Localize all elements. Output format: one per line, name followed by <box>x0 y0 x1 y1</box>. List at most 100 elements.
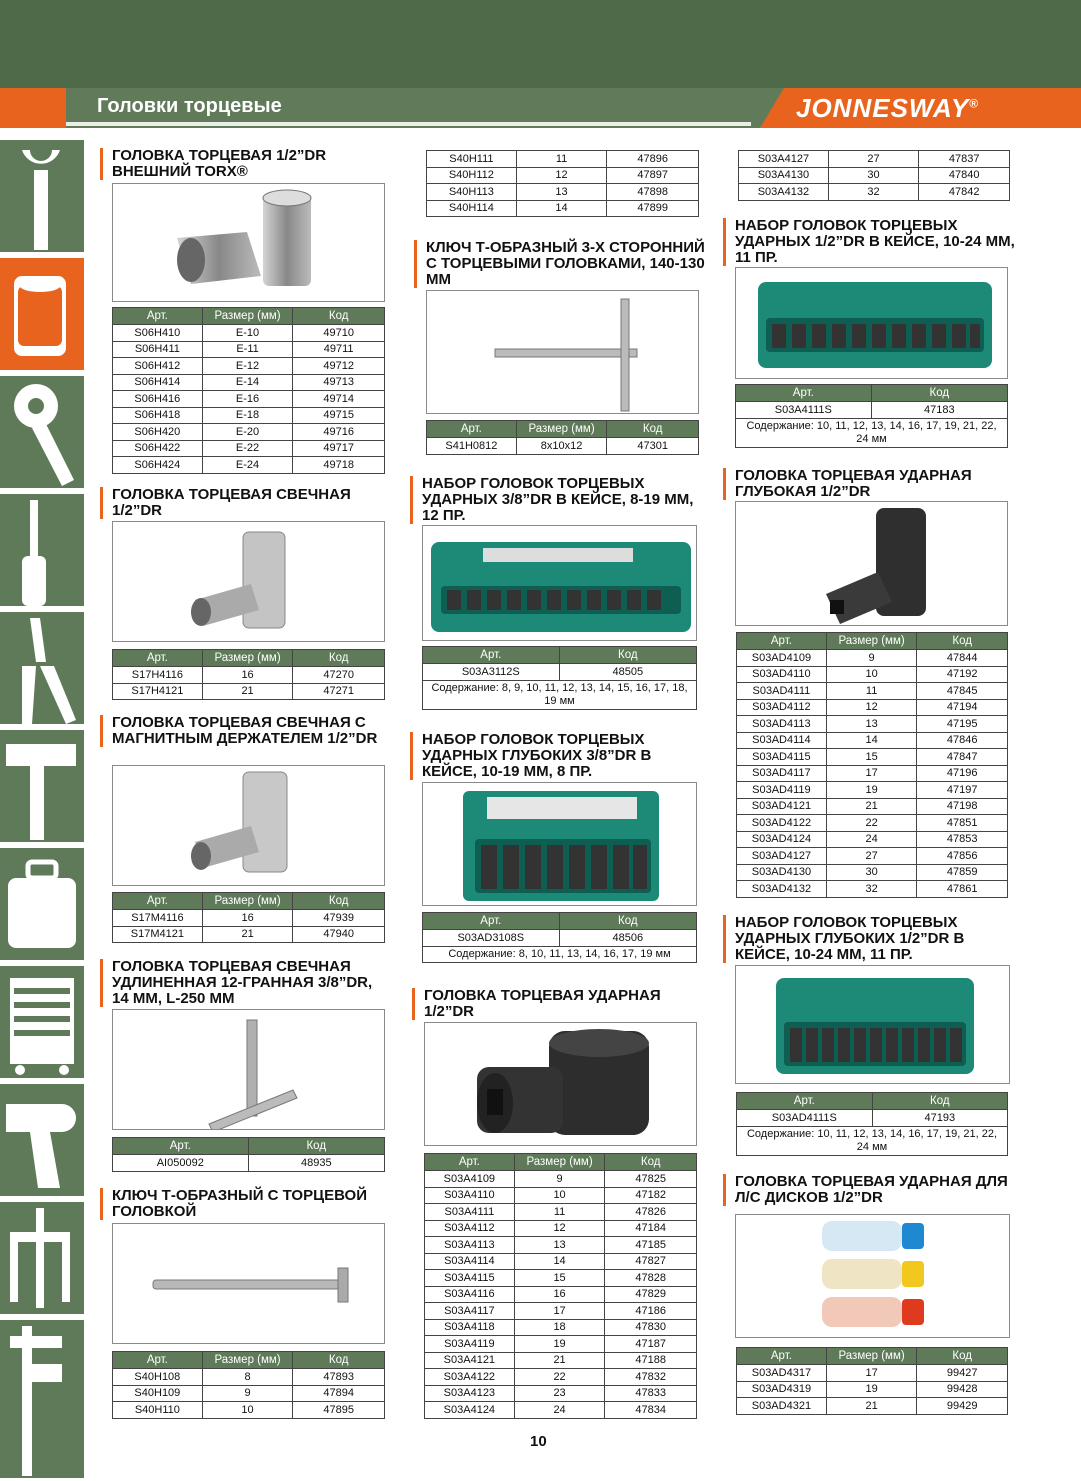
pliers-icon <box>22 618 76 724</box>
col-code: Код <box>604 1153 697 1171</box>
sidebar-cabinet[interactable] <box>0 966 84 1081</box>
sidebar-socket[interactable] <box>0 258 84 373</box>
set-content: Содержание: 10, 11, 12, 13, 14, 16, 17, … <box>735 417 1008 448</box>
table-cell: S03A4132 <box>738 183 829 201</box>
table-cell: 47185 <box>604 1236 697 1254</box>
sidebar-hammer[interactable] <box>0 730 84 845</box>
table-cell: 18 <box>513 1318 606 1336</box>
product-image <box>112 1009 385 1130</box>
table-cell: 47827 <box>604 1252 697 1270</box>
table-cell: E-11 <box>201 340 294 358</box>
content-label: Содержание: <box>448 947 516 960</box>
sidebar-pliers[interactable] <box>0 612 84 727</box>
table-cell: 47851 <box>916 814 1008 832</box>
spark-socket-image <box>191 531 286 629</box>
sidebar-caliper[interactable] <box>0 1320 84 1481</box>
table-cell: E-10 <box>201 324 294 342</box>
deep-impact-socket-image <box>826 508 926 624</box>
content-label: Содержание: <box>746 419 814 432</box>
table-cell: S03AD4115 <box>736 748 827 766</box>
product-image <box>735 501 1008 626</box>
ratchet-icon <box>14 384 74 486</box>
table-cell: 49710 <box>292 324 385 342</box>
table-cell: 47939 <box>292 909 385 927</box>
table-cell: 49717 <box>292 439 385 457</box>
table-cell: 11 <box>513 1203 606 1221</box>
table-cell: S03A3112S <box>422 663 560 681</box>
product-image <box>735 1214 1010 1338</box>
table-cell: 47846 <box>916 731 1008 749</box>
sidebar-screwdriver[interactable] <box>0 494 84 609</box>
table-cell: 32 <box>825 880 918 898</box>
sidebar-case[interactable] <box>0 848 84 963</box>
table-cell: 24 <box>513 1401 606 1419</box>
section-title: НАБОР ГОЛОВОК ТОРЦЕВЫХ УДАРНЫХ ГЛУБОКИХ … <box>723 915 1019 963</box>
table-cell: E-14 <box>201 373 294 391</box>
table-cell: S03AD4111S <box>736 1109 873 1127</box>
table-cell: 47898 <box>606 183 699 201</box>
table-cell: S03AD3108S <box>422 929 560 947</box>
col-size: Размер (мм) <box>201 892 294 910</box>
table-cell: 10 <box>825 665 918 683</box>
table-cell: 47832 <box>604 1368 697 1386</box>
page-number: 10 <box>530 1433 547 1450</box>
table-cell: E-12 <box>201 357 294 375</box>
table-cell: 27 <box>827 150 920 168</box>
table-cell: S03AD4114 <box>736 731 827 749</box>
hammer-icon <box>6 744 76 840</box>
table-cell: 12 <box>513 1219 606 1237</box>
table-cell: 10 <box>201 1401 294 1419</box>
col-art: Арт. <box>112 892 203 910</box>
table-cell: 47842 <box>918 183 1010 201</box>
col-size: Размер (мм) <box>825 1347 918 1365</box>
table-cell: 47182 <box>604 1186 697 1204</box>
table-cell: 11 <box>825 682 918 700</box>
content-label: Содержание: <box>431 681 499 694</box>
section-title: КЛЮЧ Т-ОБРАЗНЫЙ 3-Х СТОРОННИЙ С ТОРЦЕВЫМ… <box>414 240 706 288</box>
table-cell: 17 <box>825 1364 918 1382</box>
col-art: Арт. <box>736 1347 827 1365</box>
section-title: ГОЛОВКА ТОРЦЕВАЯ УДАРНАЯ 1/2”DR <box>412 988 706 1020</box>
col-art: Арт. <box>426 420 517 438</box>
section-title: ГОЛОВКА ТОРЦЕВАЯ УДАРНАЯ ДЛЯ Л/С ДИСКОВ … <box>723 1174 1019 1206</box>
table-cell: S40H110 <box>112 1401 203 1419</box>
table-cell: S03AD4124 <box>736 830 827 848</box>
sidebar-puller[interactable] <box>0 1202 84 1317</box>
sidebar-ratchet[interactable] <box>0 376 84 491</box>
col-art: Арт. <box>736 1092 873 1110</box>
section-title: ГОЛОВКА ТОРЦЕВАЯ УДАРНАЯ ГЛУБОКАЯ 1/2”DR <box>723 468 1019 500</box>
table-cell: S03A4121 <box>424 1351 515 1369</box>
section-title: ГОЛОВКА ТОРЦЕВАЯ СВЕЧНАЯ С МАГНИТНЫМ ДЕР… <box>100 715 390 747</box>
table-cell: E-18 <box>201 406 294 424</box>
col-code: Код <box>916 632 1008 650</box>
table-cell: 47188 <box>604 1351 697 1369</box>
col-size: Размер (мм) <box>825 632 918 650</box>
table-cell: S03AD4132 <box>736 880 827 898</box>
sidebar-wrench[interactable] <box>0 140 84 255</box>
table-cell: S06H412 <box>112 357 203 375</box>
table-cell: E-20 <box>201 423 294 441</box>
table-cell: 30 <box>825 863 918 881</box>
table-cell: 47301 <box>606 437 699 455</box>
sidebar-air-tool[interactable] <box>0 1084 84 1199</box>
table-cell: 22 <box>513 1368 606 1386</box>
